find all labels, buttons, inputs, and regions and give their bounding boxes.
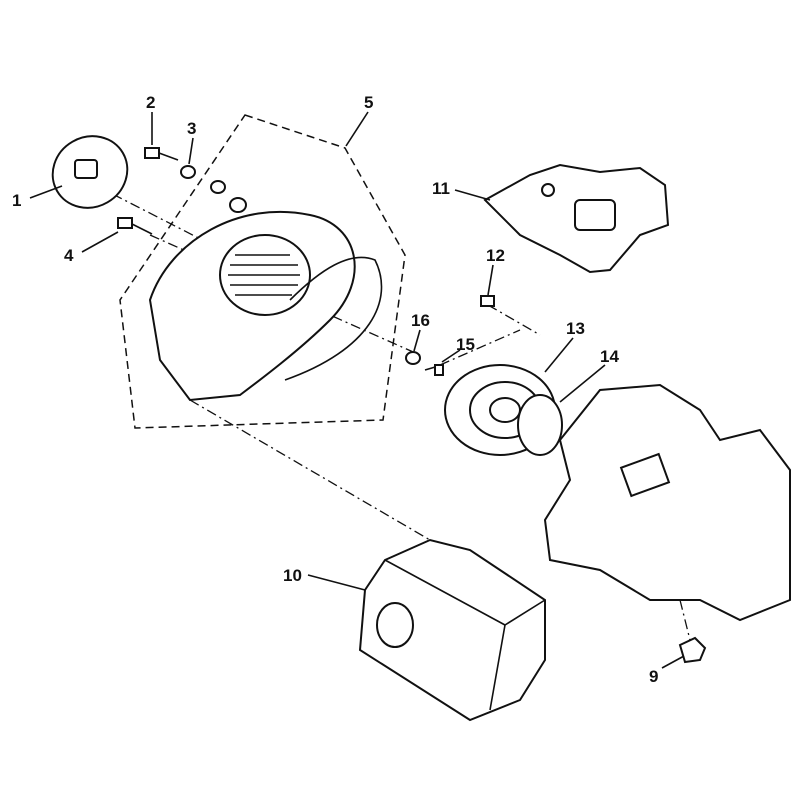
callout-3: 3 <box>187 119 196 138</box>
part-2-screw <box>144 147 179 161</box>
part-16-washer <box>405 351 421 365</box>
callout-11: 11 <box>432 179 450 198</box>
part-9-nut <box>678 636 707 664</box>
callout-1: 1 <box>12 191 21 210</box>
leader-lines <box>29 111 685 669</box>
callout-15: 15 <box>456 335 475 354</box>
part-14-ring <box>517 394 563 456</box>
part-11-gasket <box>483 163 670 274</box>
callout-5: 5 <box>364 93 373 112</box>
assembly-group-boundary <box>119 114 406 429</box>
spacer <box>210 180 247 213</box>
callout-12: 12 <box>486 246 505 265</box>
engine-block <box>543 383 791 622</box>
callout-13: 13 <box>566 319 585 338</box>
part-4-screw <box>117 217 153 235</box>
callout-16: 16 <box>411 311 430 330</box>
callout-9: 9 <box>649 667 658 686</box>
callout-14: 14 <box>600 347 619 366</box>
callout-2: 2 <box>146 93 155 112</box>
callout-10: 10 <box>283 566 302 585</box>
part-5-fan-housing <box>148 210 383 402</box>
part-15-screw <box>424 364 444 376</box>
part-10-cover <box>358 538 546 722</box>
part-12-screw <box>480 295 495 307</box>
part-3-washer <box>180 165 196 179</box>
part-1-plate <box>51 135 129 209</box>
callout-4: 4 <box>64 246 74 265</box>
